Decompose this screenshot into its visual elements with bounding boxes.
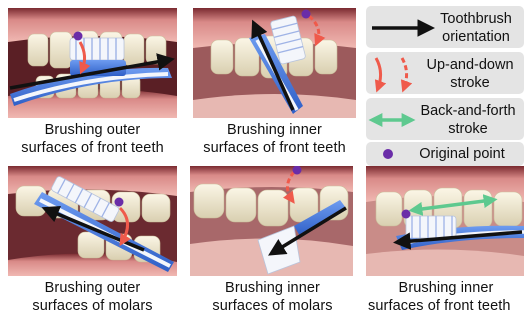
legend-back-forth-label: Back-and-forth xyxy=(412,102,524,120)
caption-outer-front-teeth: Brushing outer surfaces of front teeth xyxy=(8,121,177,157)
legend-back-forth: Back-and-forth stroke xyxy=(366,98,524,140)
original-point xyxy=(74,32,83,41)
original-point xyxy=(115,198,124,207)
panel-inner-front-teeth-2 xyxy=(366,166,524,276)
panel-outer-front-teeth xyxy=(8,8,177,118)
caption-inner-front-teeth-2: Brushing inner surfaces of front teeth xyxy=(368,279,524,315)
original-point xyxy=(402,210,411,219)
legend-orientation-label: Toothbrush xyxy=(428,10,524,28)
original-point-icon xyxy=(366,142,396,166)
panel-outer-molars xyxy=(8,166,177,276)
orientation-arrow-icon xyxy=(366,6,436,48)
illustration-outer-front-teeth xyxy=(8,8,177,118)
illustration-inner-front-teeth-2 xyxy=(366,166,524,276)
illustration-inner-front-teeth xyxy=(193,8,356,118)
caption-inner-front-teeth: Brushing inner surfaces of front teeth xyxy=(190,121,359,157)
legend-original-point-label: Original point xyxy=(400,145,524,163)
original-point xyxy=(302,10,311,19)
legend-original-point: Original point xyxy=(366,142,524,166)
panel-inner-front-teeth xyxy=(193,8,356,118)
caption-outer-molars: Brushing outer surfaces of molars xyxy=(8,279,177,315)
legend-orientation: Toothbrush orientation xyxy=(366,6,524,48)
caption-inner-molars: Brushing inner surfaces of molars xyxy=(188,279,357,315)
legend-up-down-label: Up-and-down xyxy=(416,56,524,74)
illustration-inner-molars xyxy=(190,166,353,276)
panel-inner-molars xyxy=(190,166,353,276)
legend-up-down: Up-and-down stroke xyxy=(366,52,524,94)
illustration-outer-molars xyxy=(8,166,177,276)
back-forth-arrow-icon xyxy=(366,98,416,140)
up-down-arrow-icon xyxy=(366,52,418,94)
